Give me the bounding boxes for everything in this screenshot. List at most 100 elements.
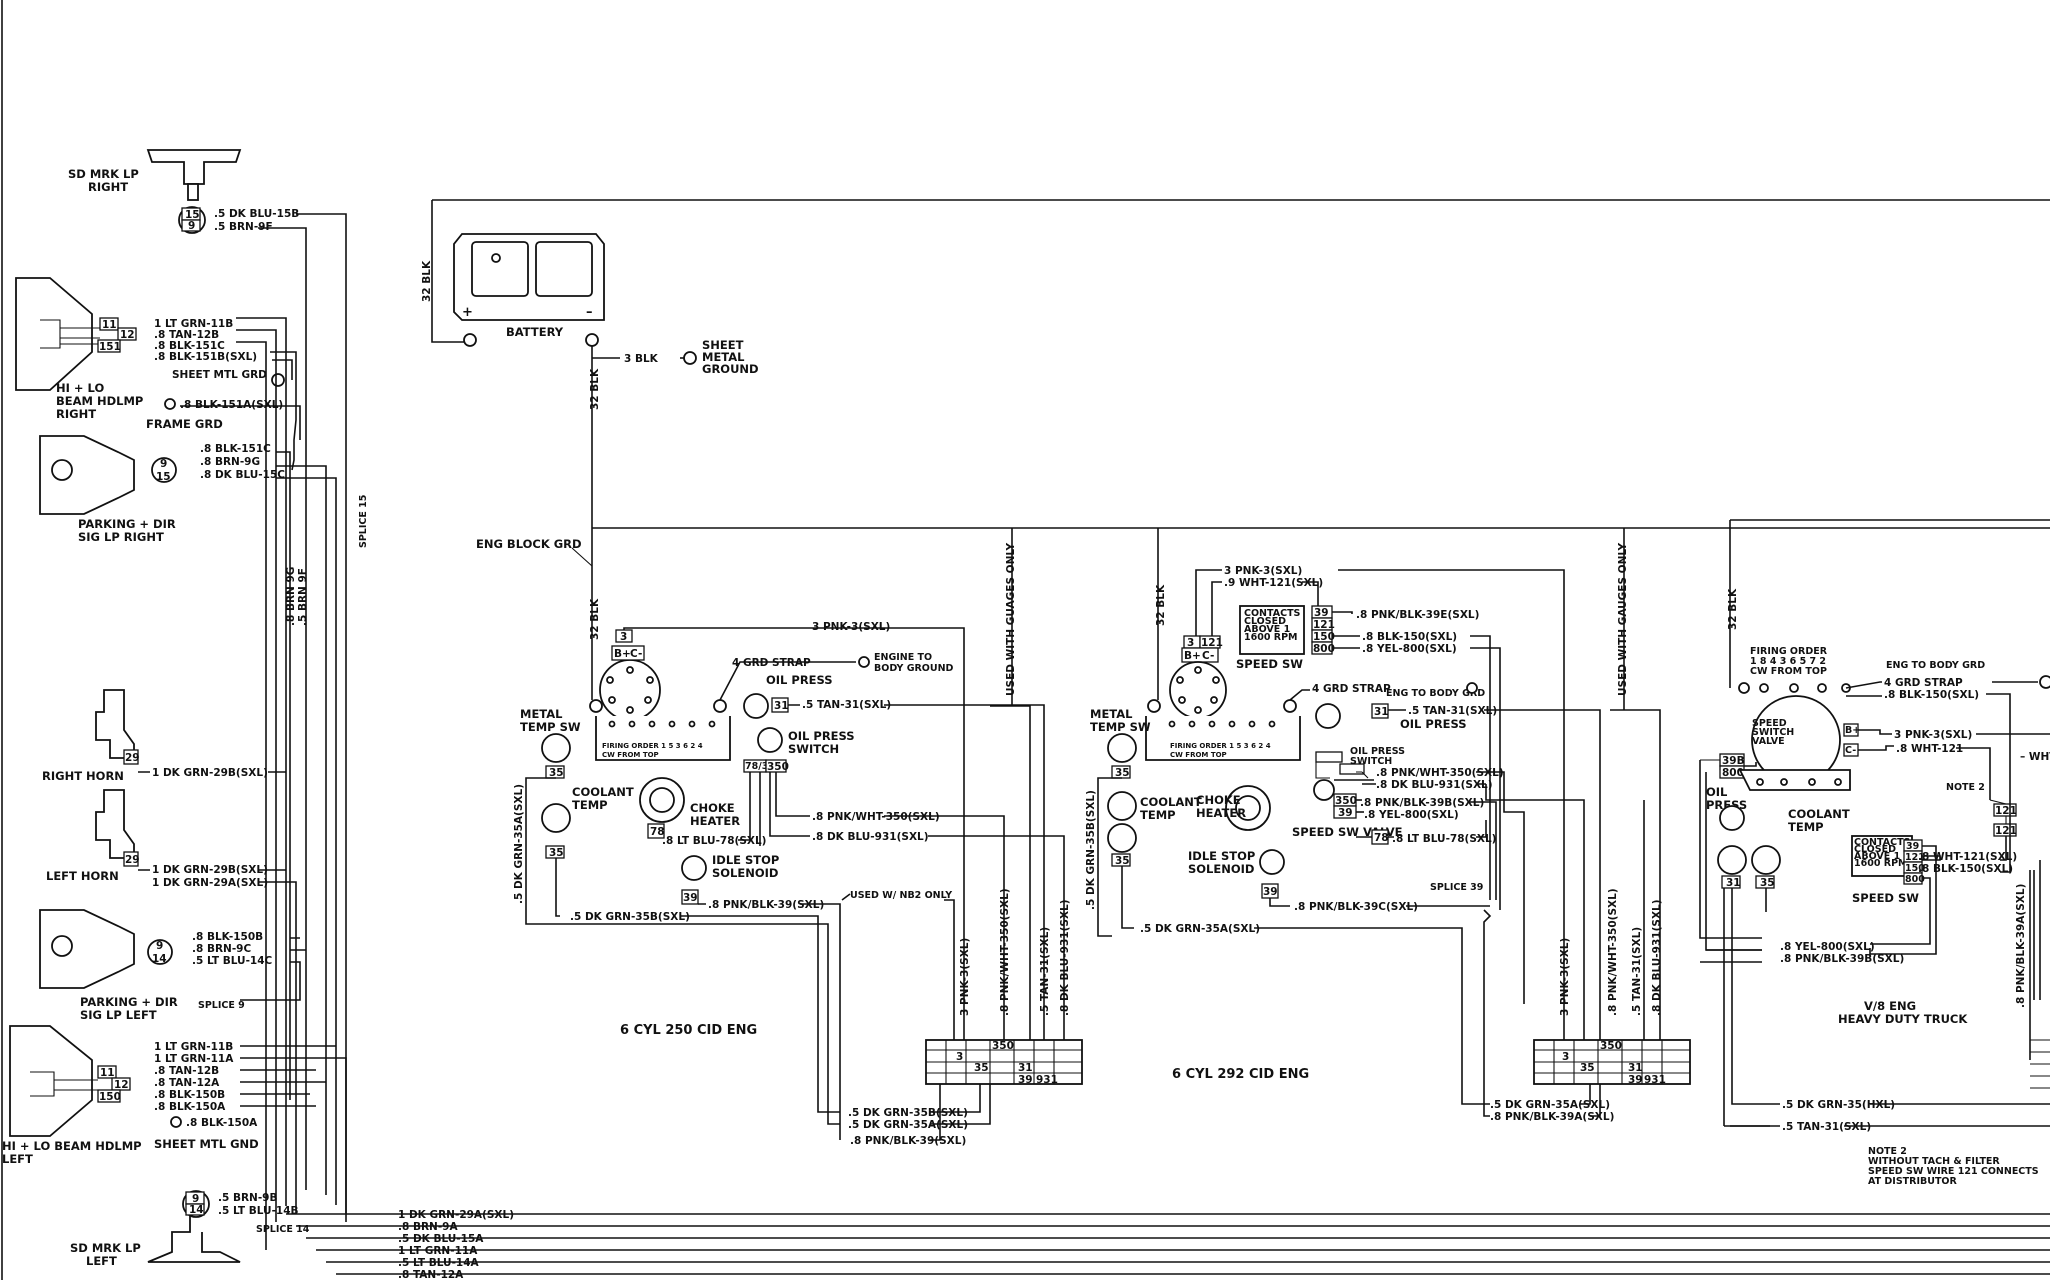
speed-sw-valve-icon [1313, 779, 1335, 801]
ground-terminal-icon [2039, 675, 2050, 689]
engine-block-icon [1738, 769, 1851, 791]
wire-label: .5 TAN-31(SXL) [1631, 927, 1643, 1016]
ground-terminal-icon [858, 656, 870, 668]
svg-text:31: 31 [1726, 877, 1741, 889]
wire-label: .8 PNK/BLK-39B(SXL) [1360, 797, 1484, 809]
wire-label: .8 PNK/BLK-39(SXL) [850, 1135, 966, 1147]
svg-text:150: 150 [99, 1091, 121, 1103]
ground-terminal-icon [1466, 682, 1478, 694]
engine-block-icon [595, 716, 731, 761]
wire-label: .8 BLK-150B [154, 1089, 225, 1101]
wire-label: .5 TAN-31(SXL) [1039, 927, 1051, 1016]
svg-text:31: 31 [1628, 1062, 1643, 1074]
svg-text:39: 39 [1628, 1074, 1643, 1086]
wire-label: 1 LT GRN-11B [154, 1041, 233, 1053]
side-marker-lamp-left-icon [147, 1216, 241, 1263]
svg-text:12: 12 [120, 329, 135, 341]
wire-label: 3 BLK [624, 353, 659, 365]
wire-label: 4 GRD STRAP [1312, 683, 1391, 695]
wire-label: .8 TAN-12B [154, 329, 219, 341]
svg-text:39: 39 [1263, 886, 1278, 898]
svg-text:11: 11 [100, 1067, 115, 1079]
wire-label: .5 DK GRN-35A(SXL) [513, 784, 525, 904]
wire-label: .8 PNK/BLK-39B(SXL) [1780, 953, 1904, 965]
side-marker-lamp-right-icon [146, 149, 242, 185]
svg-text:35: 35 [1580, 1062, 1595, 1074]
wire-label: .5 BRN 9F [297, 568, 309, 626]
wire-label: .8 BLK-150B [192, 931, 263, 943]
svg-text:39B: 39B [1722, 755, 1745, 767]
svg-text:14: 14 [152, 953, 167, 965]
svg-text:B+: B+ [614, 648, 631, 660]
battery-label: BATTERY [506, 325, 564, 339]
wire-label: 32 BLK [1155, 584, 1167, 626]
wire-label: .8 BLK-150(SXL) [1884, 689, 1979, 701]
note2-label: NOTE 2 [1946, 782, 1985, 793]
wire-label: .5 TAN-31(SXL) [1408, 705, 1497, 717]
coolant-temp-icon [1751, 845, 1781, 875]
svg-text:78: 78 [1374, 832, 1389, 844]
used-with-gauges-label: USED WITH GUAGES ONLY [1005, 543, 1017, 696]
wire-label: 1 LT GRN-11B [154, 318, 233, 330]
wire-label: .8 YEL-800(SXL) [1362, 643, 1457, 655]
svg-text:35: 35 [1760, 877, 1775, 889]
wire-label: 1 DK GRN-29B(SXL) [152, 767, 268, 779]
wire-label: .8 DK BLU-931(SXL) [812, 831, 929, 843]
headlamp-right-icon [15, 277, 93, 391]
svg-text:121: 121 [1995, 825, 2017, 837]
svg-text:931: 931 [1036, 1074, 1058, 1086]
engine-250-title: 6 CYL 250 CID ENG [620, 1023, 757, 1038]
svg-text:800: 800 [1722, 767, 1744, 779]
svg-text:150: 150 [1905, 863, 1925, 874]
wire-label: 4 GRD STRAP [732, 657, 811, 669]
sheet-mtl-grd-label: SHEET MTL GRD [172, 369, 267, 381]
wire-label: .8 DK BLU-931(SXL) [1651, 899, 1663, 1016]
svg-text:350: 350 [1335, 795, 1357, 807]
svg-text:121: 121 [1995, 805, 2017, 817]
svg-text:3: 3 [956, 1051, 963, 1063]
wire-label: .8 WHT-121 [1896, 743, 1963, 755]
wire-label: .8 DK BLU-15C [200, 469, 285, 481]
wire-label: .5 DK BLU-15A [398, 1233, 484, 1245]
wire-label: .8 TAN-12A [154, 1077, 220, 1089]
svg-text:800: 800 [1905, 874, 1925, 885]
wire-label: .8 LT BLU-78(SXL) [662, 835, 766, 847]
metal-temp-sw-icon [541, 733, 571, 763]
sd-mrk-lp-left: 9 14 .5 BRN-9B .5 LT BLU-14B SPLICE 14 S… [70, 1190, 310, 1268]
wire-label: .8 PNK/WHT-350(SXL) [999, 888, 1011, 1016]
svg-text:35: 35 [974, 1062, 989, 1074]
idle-stop-solenoid-icon [681, 855, 707, 881]
wire-label: .5 LT BLU-14B [218, 1205, 299, 1217]
svg-text:931: 931 [1644, 1074, 1666, 1086]
svg-text:39: 39 [1338, 807, 1353, 819]
oil-press-switch-icon [757, 727, 783, 753]
wire-label: 4 GRD STRAP [1884, 677, 1963, 689]
battery-minus: – [586, 305, 593, 320]
horn-icon [95, 789, 135, 859]
oil-press-icon [1315, 703, 1341, 729]
splice-39-label: SPLICE 39 [1430, 882, 1483, 893]
wire-label: .5 BRN-9B [218, 1192, 278, 1204]
svg-text:B+: B+ [1184, 650, 1201, 662]
svg-text:9: 9 [156, 940, 163, 952]
wire-label: .8 YEL-800(SXL) [1780, 941, 1875, 953]
wire-label: .8 WHT-121(SXL) [1918, 851, 2017, 863]
svg-text:12: 12 [114, 1079, 129, 1091]
svg-text:121: 121 [1905, 852, 1925, 863]
coolant-temp-icon [541, 803, 571, 833]
battery-plus: + [462, 305, 473, 320]
wire-label: 3 PNK-3(SXL) [1894, 729, 1972, 741]
wire-label: .8 DK BLU-931(SXL) [1059, 899, 1071, 1016]
wire-label: 32 BLK [589, 368, 601, 410]
